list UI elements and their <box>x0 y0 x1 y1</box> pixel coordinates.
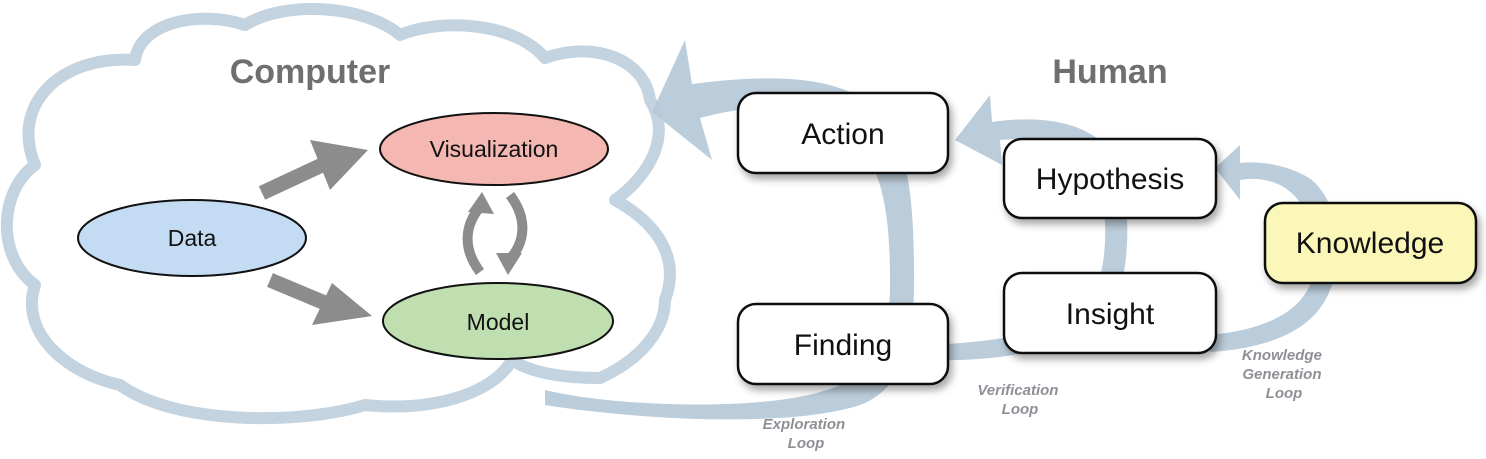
knowledge-generation-loop-label-line3: Loop <box>1266 385 1303 402</box>
finding-box: Finding <box>736 302 950 386</box>
knowledge-generation-loop-label-line2: Generation <box>1242 366 1321 383</box>
action-box-label: Action <box>801 118 884 151</box>
data-to-visualization-arrow <box>258 140 368 200</box>
computer-cloud <box>0 2 676 425</box>
human-title: Human <box>1052 53 1167 91</box>
exploration-loop-label-line1: Exploration <box>763 416 846 433</box>
data-node-label: Data <box>168 225 217 251</box>
verification-loop-label-line2: Loop <box>1002 401 1039 418</box>
exploration-loop-label-line2: Loop <box>788 435 825 452</box>
exploration-loop-label: Exploration Loop <box>763 416 850 452</box>
insight-box-label: Insight <box>1066 298 1155 331</box>
knowledge-generation-loop-arrow <box>1210 145 1339 352</box>
computer-title: Computer <box>230 53 391 91</box>
insight-box: Insight <box>1002 271 1218 355</box>
knowledge-box: Knowledge <box>1263 201 1478 285</box>
verification-loop-label: Verification Loop <box>977 382 1062 418</box>
action-box: Action <box>736 91 950 175</box>
verification-loop-label-line1: Verification <box>977 382 1058 399</box>
finding-box-label: Finding <box>794 329 892 362</box>
data-node: Data <box>77 199 307 277</box>
model-node-label: Model <box>467 309 530 335</box>
visualization-node-label: Visualization <box>430 136 559 162</box>
knowledge-box-label: Knowledge <box>1296 227 1444 260</box>
data-to-model-arrow <box>267 273 372 325</box>
hypothesis-box: Hypothesis <box>1002 137 1218 220</box>
model-node: Model <box>382 282 614 360</box>
visualization-node: Visualization <box>379 112 609 186</box>
knowledge-generation-loop-label-line1: Knowledge <box>1242 347 1322 364</box>
visualization-model-cycle-arrows <box>462 192 528 275</box>
knowledge-generation-loop-label: Knowledge Generation Loop <box>1242 347 1326 402</box>
hypothesis-box-label: Hypothesis <box>1036 163 1184 196</box>
